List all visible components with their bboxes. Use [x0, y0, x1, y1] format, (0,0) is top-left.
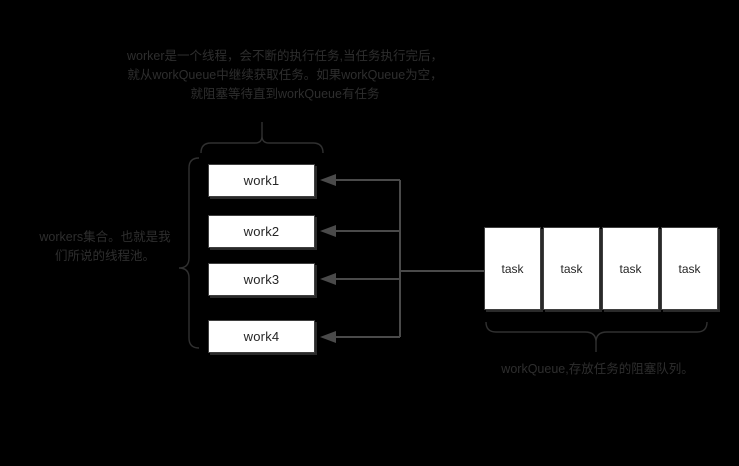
workqueue-annotation: workQueue,存放任务的阻塞队列。: [501, 362, 694, 376]
task-box-2[interactable]: task: [543, 227, 600, 310]
worker-box-2[interactable]: work2: [208, 215, 315, 248]
task-box-1[interactable]: task: [484, 227, 541, 310]
workers-top-brace: [200, 122, 324, 154]
queue-bottom-brace: [485, 321, 708, 352]
queue-to-workers-connector: [320, 174, 484, 343]
task-box-3[interactable]: task: [602, 227, 659, 310]
worker-box-1[interactable]: work1: [208, 164, 315, 197]
work-queue: task task task task: [484, 227, 718, 310]
worker-description-annotation: worker是一个线程，会不断的执行任务,当任务执行完后，就从workQueue…: [127, 49, 443, 101]
worker-box-3[interactable]: work3: [208, 263, 315, 296]
workers-left-brace: [178, 157, 200, 349]
worker-box-4[interactable]: work4: [208, 320, 315, 353]
task-box-4[interactable]: task: [661, 227, 718, 310]
workers-pool-annotation: workers集合。也就是我们所说的线程池。: [39, 230, 171, 263]
